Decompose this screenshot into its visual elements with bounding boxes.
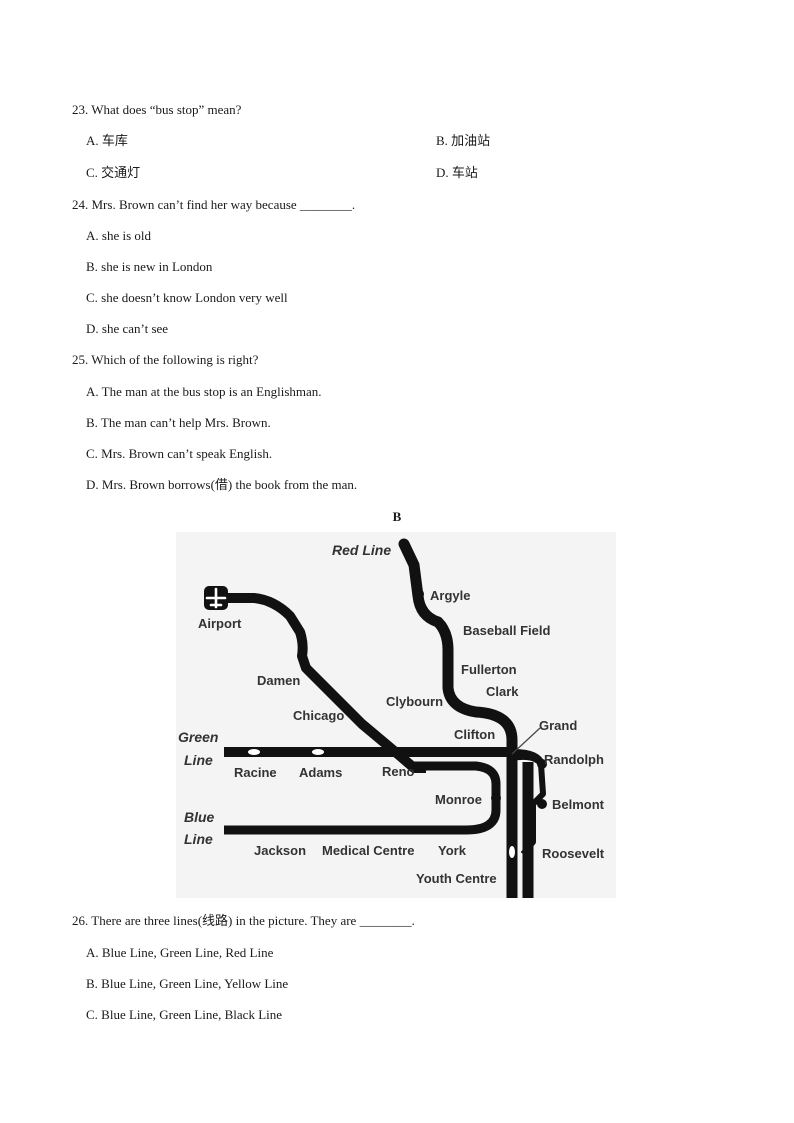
- station-damen: Damen: [257, 673, 300, 688]
- section-b-label: B: [392, 509, 402, 524]
- question-23-stem: 23. What does “bus stop” mean?: [72, 102, 242, 117]
- question-25-option-b: B. The man can’t help Mrs. Brown.: [86, 415, 271, 430]
- station-randolph: Randolph: [544, 752, 604, 767]
- question-23-option-b: B. 加油站: [436, 133, 491, 148]
- question-26-option-b: B. Blue Line, Green Line, Yellow Line: [86, 976, 289, 991]
- station-argyle: Argyle: [430, 588, 470, 603]
- question-25-option-a: A. The man at the bus stop is an English…: [86, 384, 322, 399]
- blue-line-label-2: Line: [184, 831, 213, 847]
- station-baseball-field: Baseball Field: [463, 623, 550, 638]
- station-grand: Grand: [539, 718, 577, 733]
- station-york: York: [438, 843, 467, 858]
- station-adams: Adams: [299, 765, 342, 780]
- green-line-label-2: Line: [184, 752, 213, 768]
- question-25-stem: 25. Which of the following is right?: [72, 352, 259, 367]
- station-reno: Reno: [382, 764, 415, 779]
- question-24-option-c: C. she doesn’t know London very well: [86, 290, 288, 305]
- question-25-option-c: C. Mrs. Brown can’t speak English.: [86, 446, 273, 461]
- green-line-label-1: Green: [178, 729, 218, 745]
- station-airport: Airport: [198, 616, 242, 631]
- station-youth-centre: Youth Centre: [416, 871, 497, 886]
- station-monroe: Monroe: [435, 792, 482, 807]
- transit-map: Red Line Green Line Blue Line Airport Da…: [176, 532, 616, 898]
- question-26-option-c: C. Blue Line, Green Line, Black Line: [86, 1007, 283, 1022]
- station-jackson: Jackson: [254, 843, 306, 858]
- station-fullerton: Fullerton: [461, 662, 517, 677]
- station-chicago: Chicago: [293, 708, 344, 723]
- question-25-option-d: D. Mrs. Brown borrows(借) the book from t…: [86, 477, 358, 492]
- blue-line-label-1: Blue: [184, 809, 215, 825]
- red-line-label: Red Line: [332, 542, 391, 558]
- question-26-stem: 26. There are three lines(线路) in the pic…: [72, 913, 415, 928]
- question-26-option-a: A. Blue Line, Green Line, Red Line: [86, 945, 274, 960]
- question-24-option-b: B. she is new in London: [86, 259, 213, 274]
- question-24-option-a: A. she is old: [86, 228, 151, 243]
- station-clybourn: Clybourn: [386, 694, 443, 709]
- station-roosevelt: Roosevelt: [542, 846, 605, 861]
- station-clifton: Clifton: [454, 727, 495, 742]
- question-23-option-a: A. 车库: [86, 133, 128, 148]
- question-24-stem: 24. Mrs. Brown can’t find her way becaus…: [72, 197, 356, 212]
- station-clark: Clark: [486, 684, 519, 699]
- station-markers: [248, 589, 547, 858]
- question-24-option-d: D. she can’t see: [86, 321, 169, 336]
- station-racine: Racine: [234, 765, 277, 780]
- question-23-option-c: C. 交通灯: [86, 165, 141, 180]
- station-medical-centre: Medical Centre: [322, 843, 414, 858]
- airplane-icon: [204, 586, 228, 610]
- station-belmont: Belmont: [552, 797, 605, 812]
- question-23-option-d: D. 车站: [436, 165, 478, 180]
